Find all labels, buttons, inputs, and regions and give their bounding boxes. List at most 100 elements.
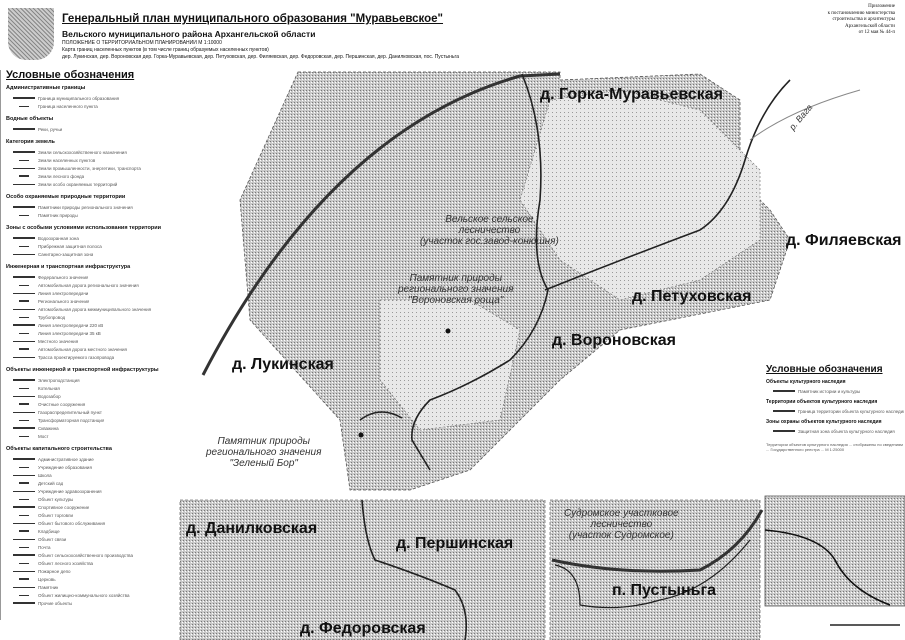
legend-item: Реки, ручьи: [6, 125, 174, 133]
legend-section-heading: Водные объекты: [6, 116, 54, 122]
map-canvas[interactable]: [178, 64, 905, 640]
legend-item-label: Памятники природы регионального значения: [38, 204, 133, 210]
note-line: лесничество: [590, 519, 653, 530]
legend-symbol-icon: [10, 308, 38, 310]
legend-item: Почта: [6, 543, 174, 551]
legend-symbol-icon: [10, 284, 38, 286]
legend-item: Объект культуры: [6, 495, 174, 503]
note-line: Памятник природы: [217, 436, 310, 447]
legend-item: Трубопровод: [6, 313, 174, 321]
note-line: "Зеленый Бор": [229, 458, 298, 469]
inset-map-danilkovskaya[interactable]: [179, 499, 546, 640]
legend-item-label: Объект торговли: [38, 512, 74, 518]
legend-symbol-icon: [10, 586, 38, 588]
legend-item-label: Земли лесного фонда: [38, 173, 85, 179]
settlement-area: [519, 89, 761, 301]
legend-symbol-icon: [10, 379, 38, 381]
legend-item: Линия электропередачи: [6, 289, 174, 297]
legend-item: Земли лесного фонда: [6, 172, 174, 180]
legend-symbol-icon: [10, 411, 38, 413]
place-label-petukhovskaya: д. Петуховская: [632, 288, 752, 305]
inset-map-aerial[interactable]: [764, 495, 905, 607]
legend-title: Условные обозначения: [766, 364, 883, 375]
legend-item: Объект связи: [6, 535, 174, 543]
legend-right: Условные обозначения Объекты культурного…: [766, 364, 904, 435]
legend-item: Памятник истории и культуры: [766, 387, 904, 395]
legend-item-label: Объект культуры: [38, 496, 74, 502]
legend-item: Электроподстанция: [6, 376, 174, 384]
legend-item-label: Земли сельскохозяйственного назначения: [38, 149, 127, 155]
page-title: Генеральный план муниципального образова…: [62, 13, 444, 25]
subtitle: Вельского муниципального района Архангел…: [62, 29, 316, 39]
legend-item: Скважина: [6, 424, 174, 432]
legend-item: Объект торговли: [6, 511, 174, 519]
legend-symbol-icon: [10, 332, 38, 334]
road-local: [764, 529, 891, 606]
legend-section-heading: Объекты инженерной и транспортной инфрас…: [6, 367, 159, 373]
legend-item-label: Памятник природы: [38, 212, 78, 218]
legend-item: Автомобильная дорога межмуниципального з…: [6, 305, 174, 313]
legend-symbol-icon: [10, 514, 38, 516]
legend-item: Граница муниципального образования: [6, 94, 174, 102]
note-monument-zeleny-bor: Памятник природы регионального значения …: [206, 436, 321, 469]
legend-item: Памятник природы: [6, 211, 174, 219]
road-local: [411, 73, 549, 471]
legend-item: Мост: [6, 432, 174, 440]
legend-item: Школа: [6, 471, 174, 479]
legend-item-label: Прочие объекты: [38, 600, 73, 606]
legend-symbol-icon: [10, 175, 38, 177]
legend-symbol-icon: [10, 387, 38, 389]
legend-item-label: Административное здание: [38, 456, 94, 462]
legend-item-label: Скважина: [38, 425, 59, 431]
legend-item-label: Электроподстанция: [38, 377, 80, 383]
legend-item: Земли особо охраняемых территорий: [6, 180, 174, 188]
corner-line: к постановлению министерства: [827, 10, 895, 16]
legend-item: Кладбище: [6, 527, 174, 535]
legend-item: Граница территории объекта культурного н…: [766, 407, 904, 415]
legend-item-label: Трасса проектируемого газопровода: [38, 354, 115, 360]
legend-item: Котельная: [6, 384, 174, 392]
legend-symbol-icon: [10, 159, 38, 161]
legend-item: Учреждение образования: [6, 463, 174, 471]
legend-item: Трасса проектируемого газопровода: [6, 353, 174, 361]
legend-item-label: Детский сад: [38, 480, 64, 486]
map-name: Карта границ населенных пунктов (в том ч…: [62, 47, 269, 53]
legend-item: Памятник: [6, 583, 174, 591]
legend-item-label: Граница муниципального образования: [38, 95, 120, 101]
note-line: (участок Судромское): [568, 530, 674, 541]
place-label-filyaevskaya: д. Филяевская: [786, 232, 902, 249]
corner-line: от 12 мая № 44-п: [858, 30, 895, 35]
legend-item-label: Объект сельскохозяйственного производств…: [38, 552, 133, 558]
legend-item-label: Водоохранная зона: [38, 235, 79, 241]
legend-item: Федерального значения: [6, 273, 174, 281]
legend-item-label: Объект бытового обслуживания: [38, 520, 106, 526]
legend-symbol-icon: [10, 522, 38, 524]
legend-symbol-icon: [10, 530, 38, 532]
legend-symbol-icon: [10, 167, 38, 169]
legend-item-label: Очистные сооружения: [38, 401, 86, 407]
note-line: регионального значения: [206, 447, 322, 458]
legend-item-label: Регионального значения: [38, 298, 90, 304]
legend-symbol-icon: [10, 316, 38, 318]
river: [749, 89, 861, 141]
legend-item-label: Федерального значения: [38, 274, 89, 280]
legend-symbol-icon: [10, 490, 38, 492]
legend-footnote: Территории объектов культурного наследия…: [766, 442, 903, 452]
legend-item-label: Земли промышленности, энергетики, трансп…: [38, 165, 141, 171]
settlements-list: дер. Лукинская, дер. Вороновская дер. Го…: [62, 54, 459, 60]
note-monument-voronovskaya: Памятник природы регионального значения …: [398, 273, 513, 306]
legend-item-label: Автомобильная дорога местного значения: [38, 346, 127, 352]
legend-symbol-icon: [10, 546, 38, 548]
note-line: (участок гос.завод-конюшня): [420, 236, 559, 247]
note-line: регионального значения: [398, 284, 514, 295]
legend-item: Местного значения: [6, 337, 174, 345]
legend-item-label: Линия электропередачи 220 кВ: [38, 322, 104, 328]
legend-symbol-icon: [10, 128, 38, 130]
legend-title: Условные обозначения: [6, 69, 135, 81]
legend-section-heading: Инженерная и транспортная инфраструктура: [6, 264, 131, 270]
legend-symbol-icon: [10, 206, 38, 208]
legend-symbol-icon: [10, 245, 38, 247]
legend-item: Санитарно-защитная зона: [6, 250, 174, 258]
legend-item-label: Памятник истории и культуры: [798, 388, 861, 394]
legend-item-label: Граница населенного пункта: [38, 103, 98, 109]
